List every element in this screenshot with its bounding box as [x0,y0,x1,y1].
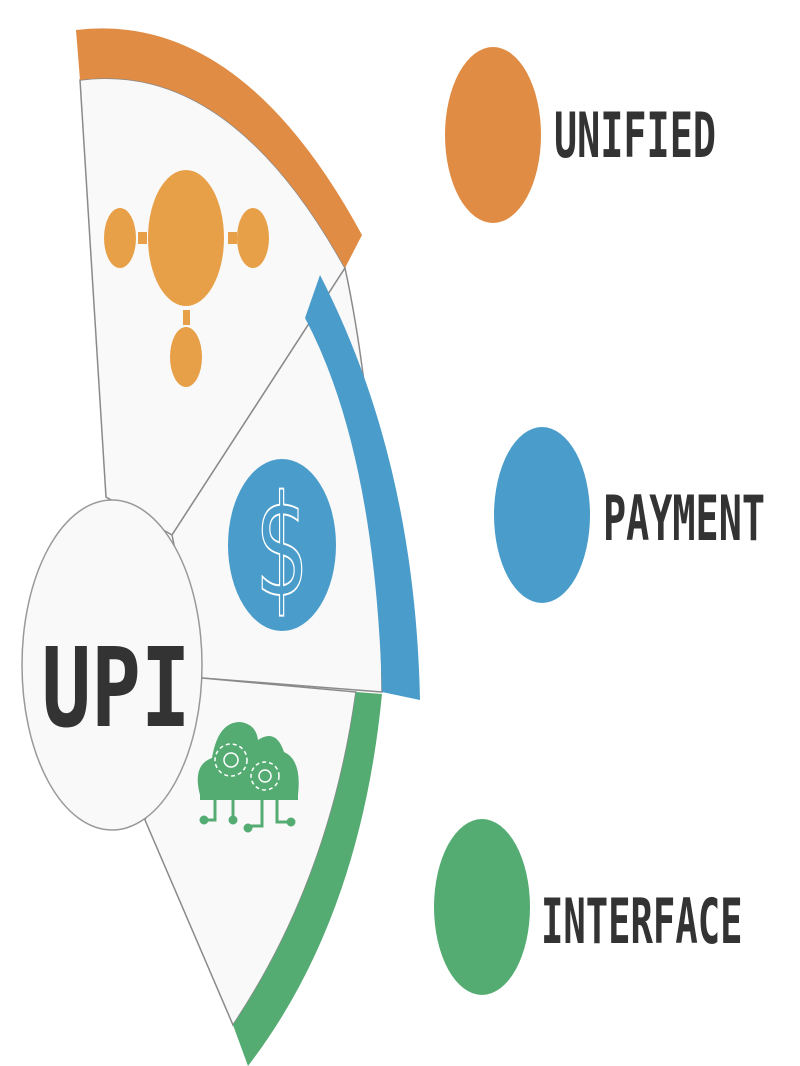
unified-arc-band [76,28,362,269]
dollar-icon: $ [228,459,336,631]
interface-dot [434,819,530,995]
unified-segment [79,77,346,537]
interface-arc-band [233,692,382,1066]
unified-label: UNIFIED [554,101,716,173]
payment-label: PAYMENT [603,484,765,556]
payment-dot [494,427,590,603]
unified-dot [445,47,541,223]
payment-arc-band [305,275,420,700]
upi-title: UPI [42,624,191,752]
cloud-gears-icon [197,722,299,833]
interface-segment [144,677,357,1027]
network-nodes-icon [104,170,269,387]
upi-center-circle [21,499,203,831]
interface-label: INTERFACE [541,887,743,959]
svg-text:$: $ [255,466,308,628]
